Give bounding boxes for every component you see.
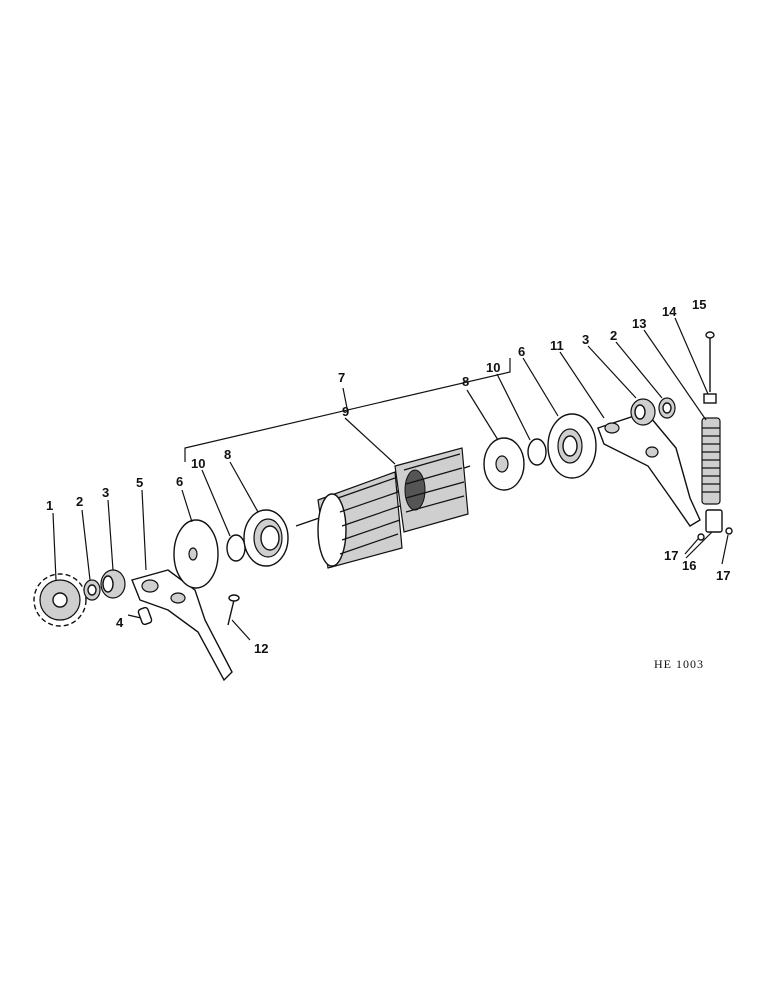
bearing-right	[630, 398, 656, 426]
callout-7: 7	[338, 370, 345, 385]
pin-part-4	[137, 606, 153, 626]
callout-3-right: 3	[582, 332, 589, 347]
callout-17-left: 17	[664, 548, 678, 563]
callout-2-right: 2	[610, 328, 617, 343]
callout-10-right: 10	[486, 360, 500, 375]
callout-6-right: 6	[518, 344, 525, 359]
assembly-7-bracket	[184, 358, 511, 462]
callout-11: 11	[550, 338, 564, 353]
callout-3-left: 3	[102, 485, 109, 500]
leader-lines	[52, 317, 729, 641]
arm-left	[131, 569, 233, 682]
snap-ring-right	[527, 438, 547, 466]
bearing-left	[100, 569, 126, 599]
callout-17-right: 17	[716, 568, 730, 583]
seal-right	[483, 437, 525, 491]
sprocket	[33, 573, 87, 627]
end-plate-left	[173, 519, 219, 589]
spring-part-13	[701, 417, 721, 505]
callout-15: 15	[692, 297, 706, 312]
seal-left	[243, 509, 289, 567]
callout-1: 1	[46, 498, 53, 513]
callout-16: 16	[682, 558, 696, 573]
bushing-right	[658, 397, 676, 419]
block-part-16	[705, 509, 723, 533]
callout-4: 4	[116, 615, 124, 630]
callout-12: 12	[254, 641, 268, 656]
pin-part-17-right	[725, 527, 733, 535]
callout-5: 5	[136, 475, 143, 490]
callout-9: 9	[342, 404, 349, 419]
end-plate-right	[547, 413, 597, 479]
callout-8-right: 8	[462, 374, 469, 389]
snap-ring-left	[226, 534, 246, 562]
rotor-assembly	[295, 447, 471, 569]
nut-part-14	[703, 393, 717, 404]
callout-8-left: 8	[224, 447, 231, 462]
callout-13: 13	[632, 316, 646, 331]
leader-7	[342, 387, 348, 409]
drawing-code: HE 1003	[654, 657, 704, 671]
callout-10-left: 10	[191, 456, 205, 471]
arm-right	[597, 411, 701, 527]
callout-14: 14	[662, 304, 677, 319]
callout-6-left: 6	[176, 474, 183, 489]
callout-2-left: 2	[76, 494, 83, 509]
bolt-part-12	[227, 594, 240, 626]
bushing-left	[83, 579, 101, 601]
pin-part-17-left	[697, 533, 705, 541]
rod-part-15	[705, 331, 715, 392]
